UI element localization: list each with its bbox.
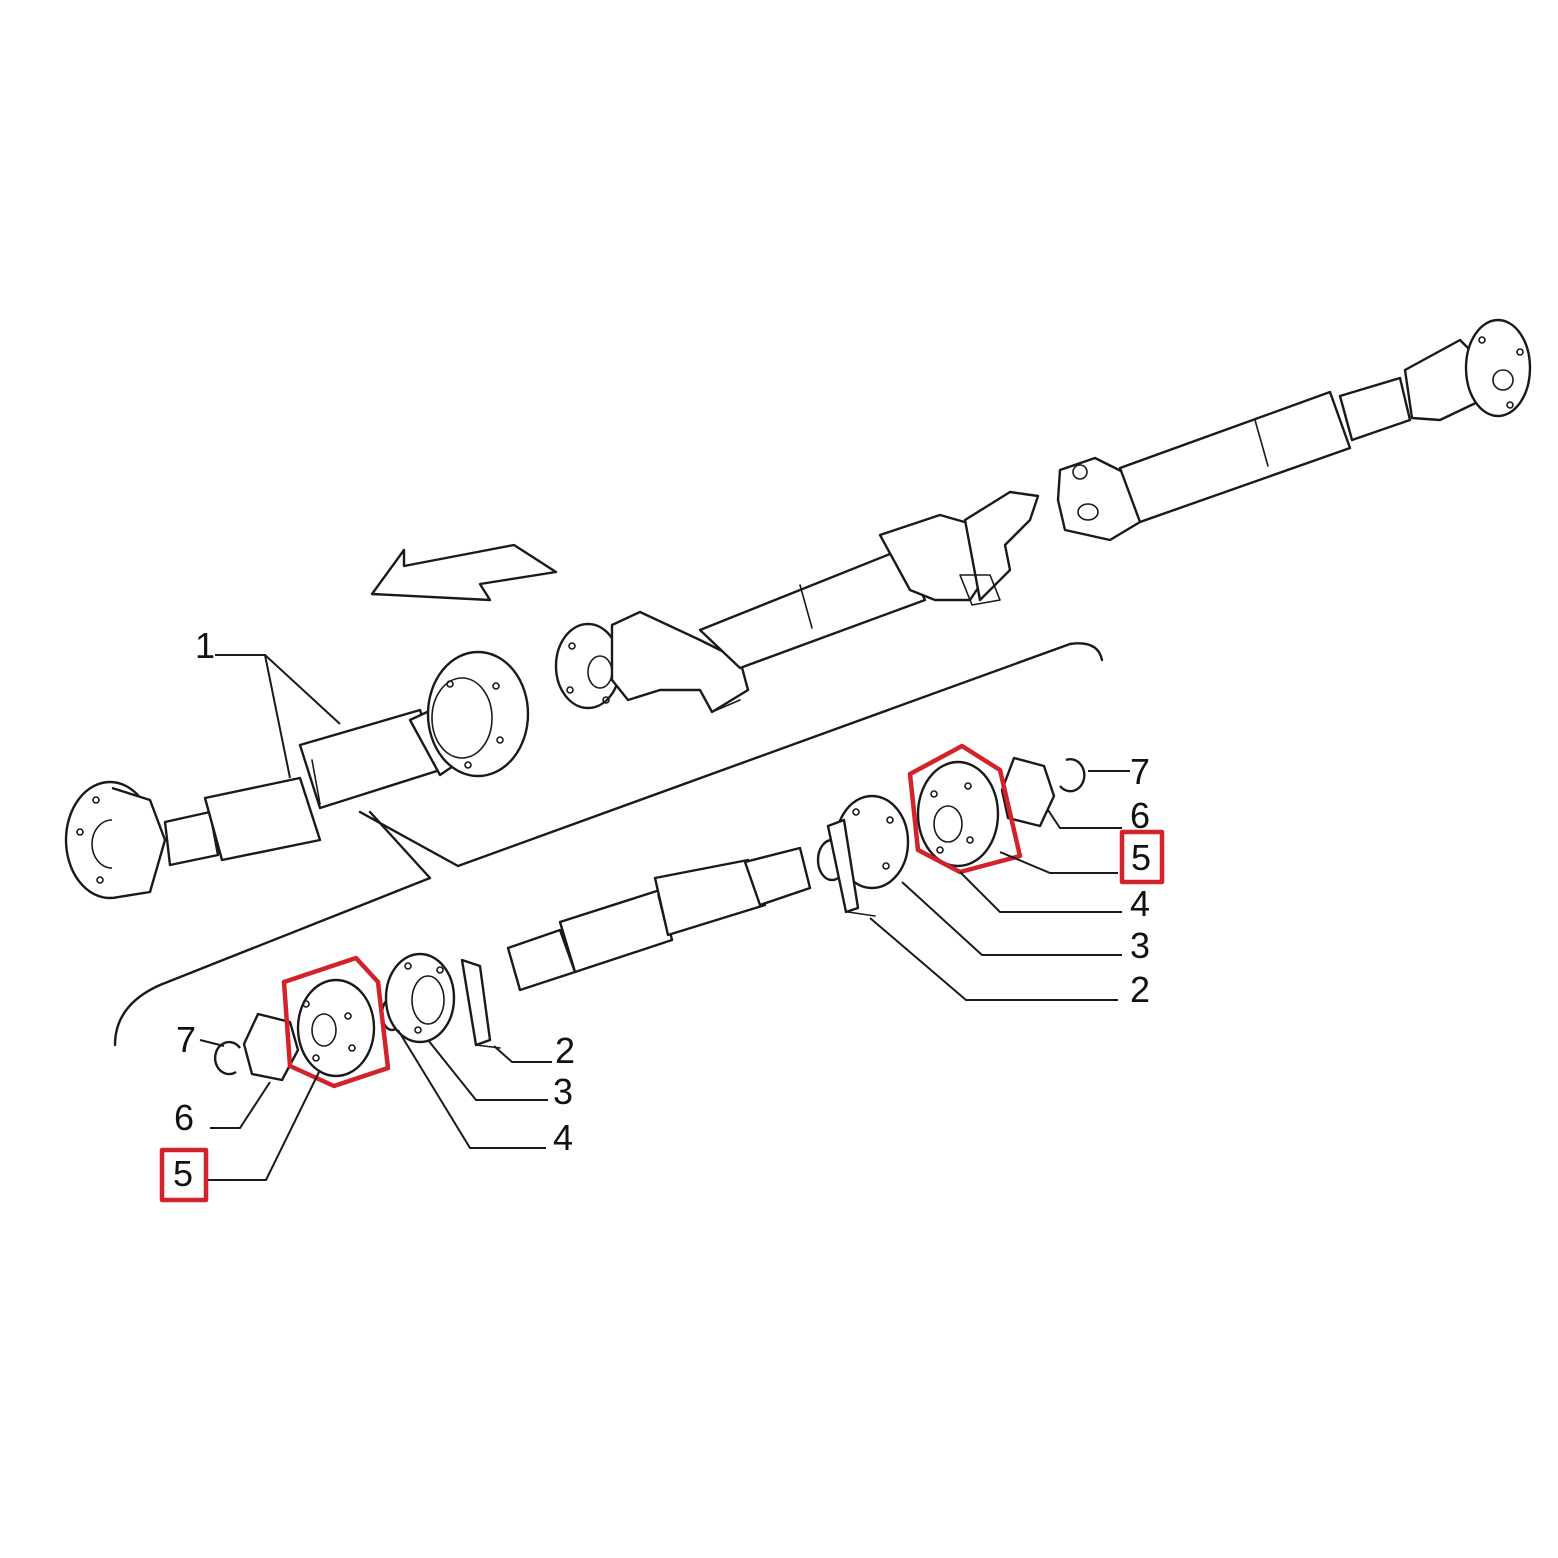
callout-left-4: 4 <box>553 1117 573 1158</box>
arrow-left-icon <box>370 543 558 602</box>
callout-box-right-5 <box>1119 829 1165 885</box>
callout-right-6: 6 <box>1130 795 1150 836</box>
exploded-view-bracket <box>113 642 1104 1047</box>
highlight-outline-left-part-5 <box>281 955 391 1089</box>
leader-lines <box>199 654 1130 1181</box>
front-shaft-assembly <box>64 650 530 900</box>
callout-right-7: 7 <box>1130 751 1150 792</box>
exploded-shaft <box>506 846 812 992</box>
callout-left-6: 6 <box>174 1097 194 1138</box>
callout-left-2: 2 <box>555 1030 575 1071</box>
callout-right-2: 2 <box>1130 969 1150 1010</box>
rear-shaft-assembly <box>554 318 1532 714</box>
callout-box-left-5 <box>159 1147 209 1203</box>
callout-right-5: 5 <box>1131 837 1151 878</box>
callout-1: 1 <box>195 625 215 666</box>
callout-left-3: 3 <box>553 1071 573 1112</box>
left-exploded-parts <box>213 952 501 1082</box>
highlight-outline-right-part-5 <box>907 743 1023 875</box>
callout-right-4: 4 <box>1130 883 1150 924</box>
right-exploded-parts <box>816 756 1086 917</box>
callout-left-7: 7 <box>176 1019 196 1060</box>
callout-right-3: 3 <box>1130 925 1150 966</box>
callout-left-5: 5 <box>173 1153 193 1194</box>
